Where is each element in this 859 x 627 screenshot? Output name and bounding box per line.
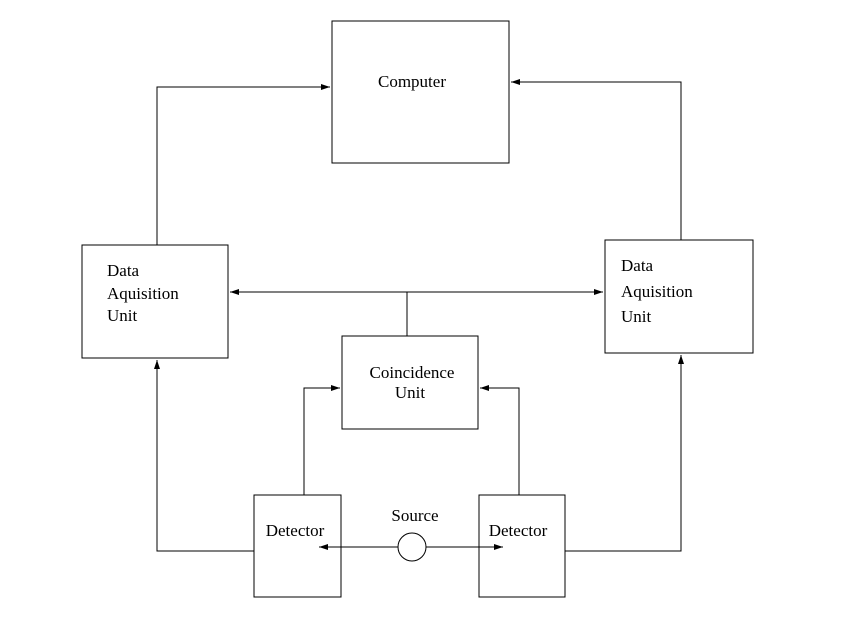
detector-left-to-coincidence-arrow	[303, 385, 340, 495]
daq-right-label-line-1: Data	[621, 256, 654, 275]
detector-right-to-coincidence-arrow	[480, 385, 520, 495]
detector-left-box	[253, 494, 342, 598]
computer-label: Computer	[378, 72, 446, 91]
source-icon	[397, 532, 427, 562]
daq-right-to-computer-arrow	[511, 79, 682, 240]
daq-right-label-line-3: Unit	[621, 307, 652, 326]
daq-left-box	[81, 244, 229, 359]
daq-left-label-line-3: Unit	[107, 306, 138, 325]
detector-left-to-daq-left-arrow	[154, 360, 254, 552]
detector-right-label: Detector	[489, 521, 548, 540]
daq-left-label-line-1: Data	[107, 261, 140, 280]
daq-right-label-line-2: Aquisition	[621, 282, 693, 301]
daq-left-to-computer-arrow	[156, 84, 330, 245]
computer-box	[331, 20, 510, 164]
daq-left-label-line-2: Aquisition	[107, 284, 179, 303]
detector-right-to-daq-right-arrow	[565, 355, 684, 552]
coincidence-label-line-2: Unit	[395, 383, 426, 402]
coincidence-box	[341, 335, 479, 430]
detector-left-label: Detector	[266, 521, 325, 540]
daq-right-box	[604, 239, 754, 354]
detector-right-box	[478, 494, 566, 598]
coincidence-label-line-1: Coincidence	[370, 363, 455, 382]
source-label: Source	[391, 506, 438, 525]
